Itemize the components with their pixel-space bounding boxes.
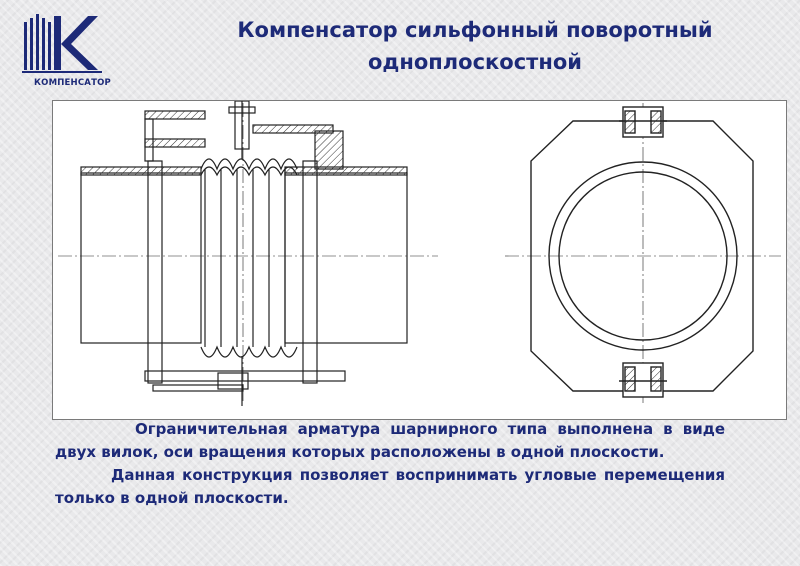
bellows-compensator-drawing <box>58 100 781 406</box>
logo: КОМПЕНСАТОР <box>18 14 128 94</box>
compensator-logo-icon <box>22 14 102 73</box>
title-line-1: Компенсатор сильфонный поворотный <box>237 18 713 42</box>
page-title: Компенсатор сильфонный поворотный однопл… <box>170 14 780 78</box>
description-paragraph-2: Данная конструкция позволяет воспринимат… <box>55 466 725 507</box>
technical-drawing <box>52 100 787 420</box>
description: Ограничительная арматура шарнирного типа… <box>55 418 725 510</box>
title-line-2: одноплоскостной <box>367 50 583 74</box>
side-view <box>58 100 438 406</box>
logo-text: КОМПЕНСАТОР <box>34 78 111 88</box>
end-view <box>505 103 781 406</box>
description-paragraph-1: Ограничительная арматура шарнирного типа… <box>55 420 725 461</box>
